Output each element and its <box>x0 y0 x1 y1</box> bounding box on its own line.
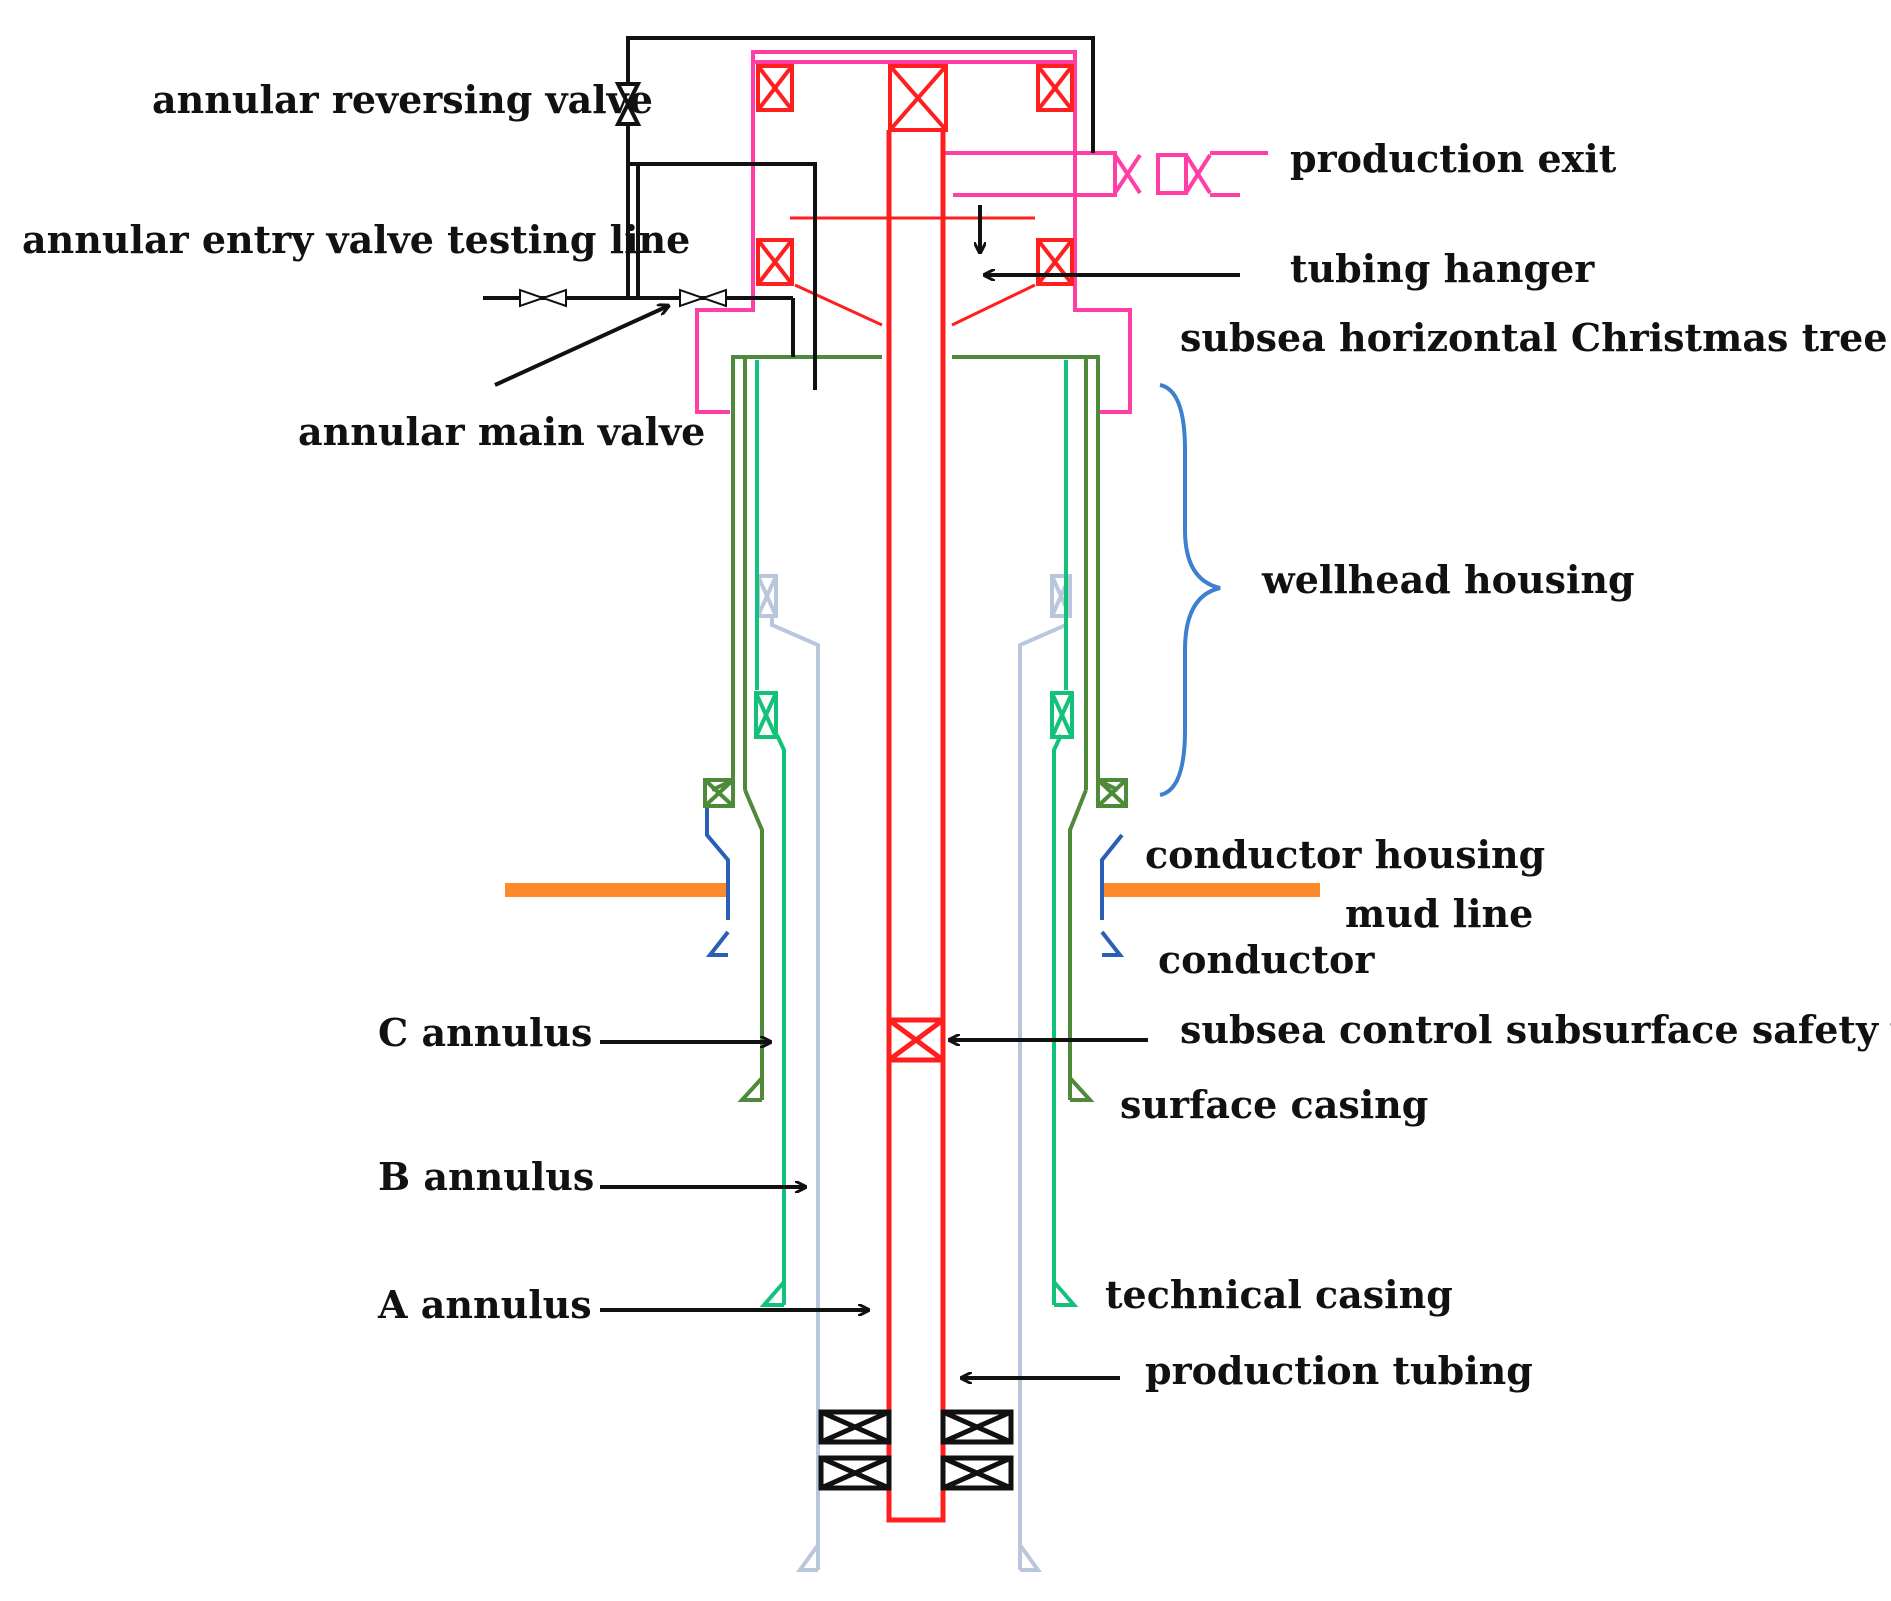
surface-casing <box>703 355 1128 1102</box>
technical-casing <box>754 360 1079 1307</box>
packers <box>818 1409 1014 1491</box>
label-annular-reversing-valve: annular reversing valve <box>152 77 653 122</box>
christmas-tree-body <box>695 50 1268 414</box>
wellhead-brace <box>1159 383 1221 797</box>
annulus-control-lines <box>483 36 1095 390</box>
label-conductor-housing: conductor housing <box>1145 832 1545 877</box>
label-annular-entry-valve-testing-line: annular entry valve testing line <box>22 217 690 262</box>
label-production-tubing: production tubing <box>1145 1348 1533 1393</box>
label-tubing-hanger: tubing hanger <box>1290 246 1595 291</box>
label-b-annulus: B annulus <box>378 1154 594 1199</box>
label-surface-casing: surface casing <box>1120 1082 1428 1127</box>
label-mud-line: mud line <box>1345 891 1533 936</box>
label-conductor: conductor <box>1158 937 1375 982</box>
label-subsea-horizontal-christmas-tree: subsea horizontal Christmas tree <box>1180 315 1888 360</box>
label-a-annulus: A annulus <box>377 1282 592 1327</box>
label-annular-main-valve: annular main valve <box>298 409 705 454</box>
production-casing <box>756 574 1072 1572</box>
tree-valves <box>756 64 1074 327</box>
label-c-annulus: C annulus <box>378 1010 592 1055</box>
scssv-valve <box>886 1017 946 1063</box>
production-tubing <box>886 130 946 1523</box>
leader-arrows <box>494 205 1240 1378</box>
label-production-exit: production exit <box>1290 136 1617 181</box>
conductor <box>705 808 1125 957</box>
label-scssv: subsea control subsurface safety valve <box>1180 1007 1891 1052</box>
label-technical-casing: technical casing <box>1105 1272 1453 1317</box>
arrow-annular-main-valve <box>494 306 668 387</box>
label-wellhead-housing: wellhead housing <box>1261 557 1635 602</box>
